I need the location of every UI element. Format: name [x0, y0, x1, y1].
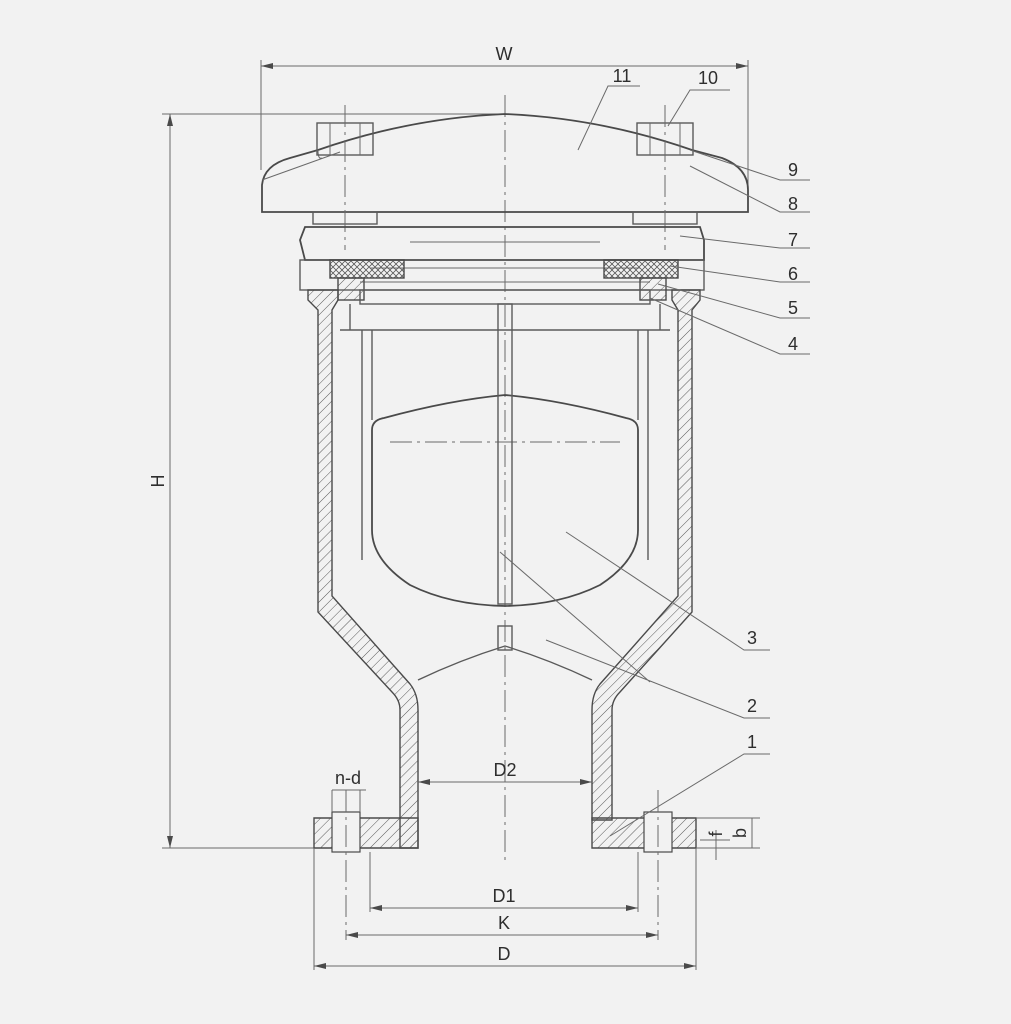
- dimension-label-d2: D2: [493, 760, 516, 780]
- bolt-left: [312, 105, 378, 250]
- part-label-6: 6: [788, 264, 798, 284]
- part-label-7: 7: [788, 230, 798, 250]
- dimension-label-nd: n-d: [335, 768, 361, 788]
- gasket-left: [329, 259, 405, 279]
- dimension-label-b: b: [730, 828, 750, 838]
- bottom-flange-left: [313, 817, 419, 849]
- dimension-h: H: [148, 113, 500, 849]
- part-label-3: 3: [747, 628, 757, 648]
- dimension-d: D: [313, 848, 697, 970]
- body-wall-right: [591, 289, 701, 821]
- leaders: [261, 85, 810, 837]
- part-label-2: 2: [747, 696, 757, 716]
- gasket-right: [603, 259, 679, 279]
- part-label-5: 5: [788, 298, 798, 318]
- dimension-label-d1: D1: [492, 886, 515, 906]
- dimension-label-h: H: [148, 475, 168, 488]
- part-label-1: 1: [747, 732, 757, 752]
- dimension-d2: D2: [418, 760, 592, 785]
- float-stem: [497, 303, 513, 605]
- dimension-d1: D1: [369, 852, 639, 912]
- dimension-f-b: f b: [696, 817, 760, 860]
- dimension-k: K: [346, 913, 658, 938]
- bolt-right: [632, 105, 698, 250]
- part-label-8: 8: [788, 194, 798, 214]
- dimension-nd: n-d: [331, 768, 366, 812]
- part-label-9: 9: [788, 160, 798, 180]
- float-ball: [371, 394, 639, 607]
- stem-tip: [497, 625, 513, 651]
- part-label-4: 4: [788, 334, 798, 354]
- body-top-flange: [299, 226, 705, 291]
- cover: [261, 113, 749, 213]
- dimension-w: W: [260, 44, 749, 200]
- dimension-label-w: W: [496, 44, 513, 64]
- dimension-label-f: f: [706, 831, 726, 837]
- float-guide: [340, 304, 670, 560]
- dimension-label-d: D: [498, 944, 511, 964]
- part-label-10: 10: [698, 68, 718, 88]
- seat-left: [337, 277, 365, 301]
- body-wall-left: [307, 289, 419, 849]
- lower-bowl: [417, 645, 593, 681]
- dimension-label-k: K: [498, 913, 510, 933]
- part-label-11: 11: [613, 66, 632, 86]
- seat-right: [639, 277, 667, 301]
